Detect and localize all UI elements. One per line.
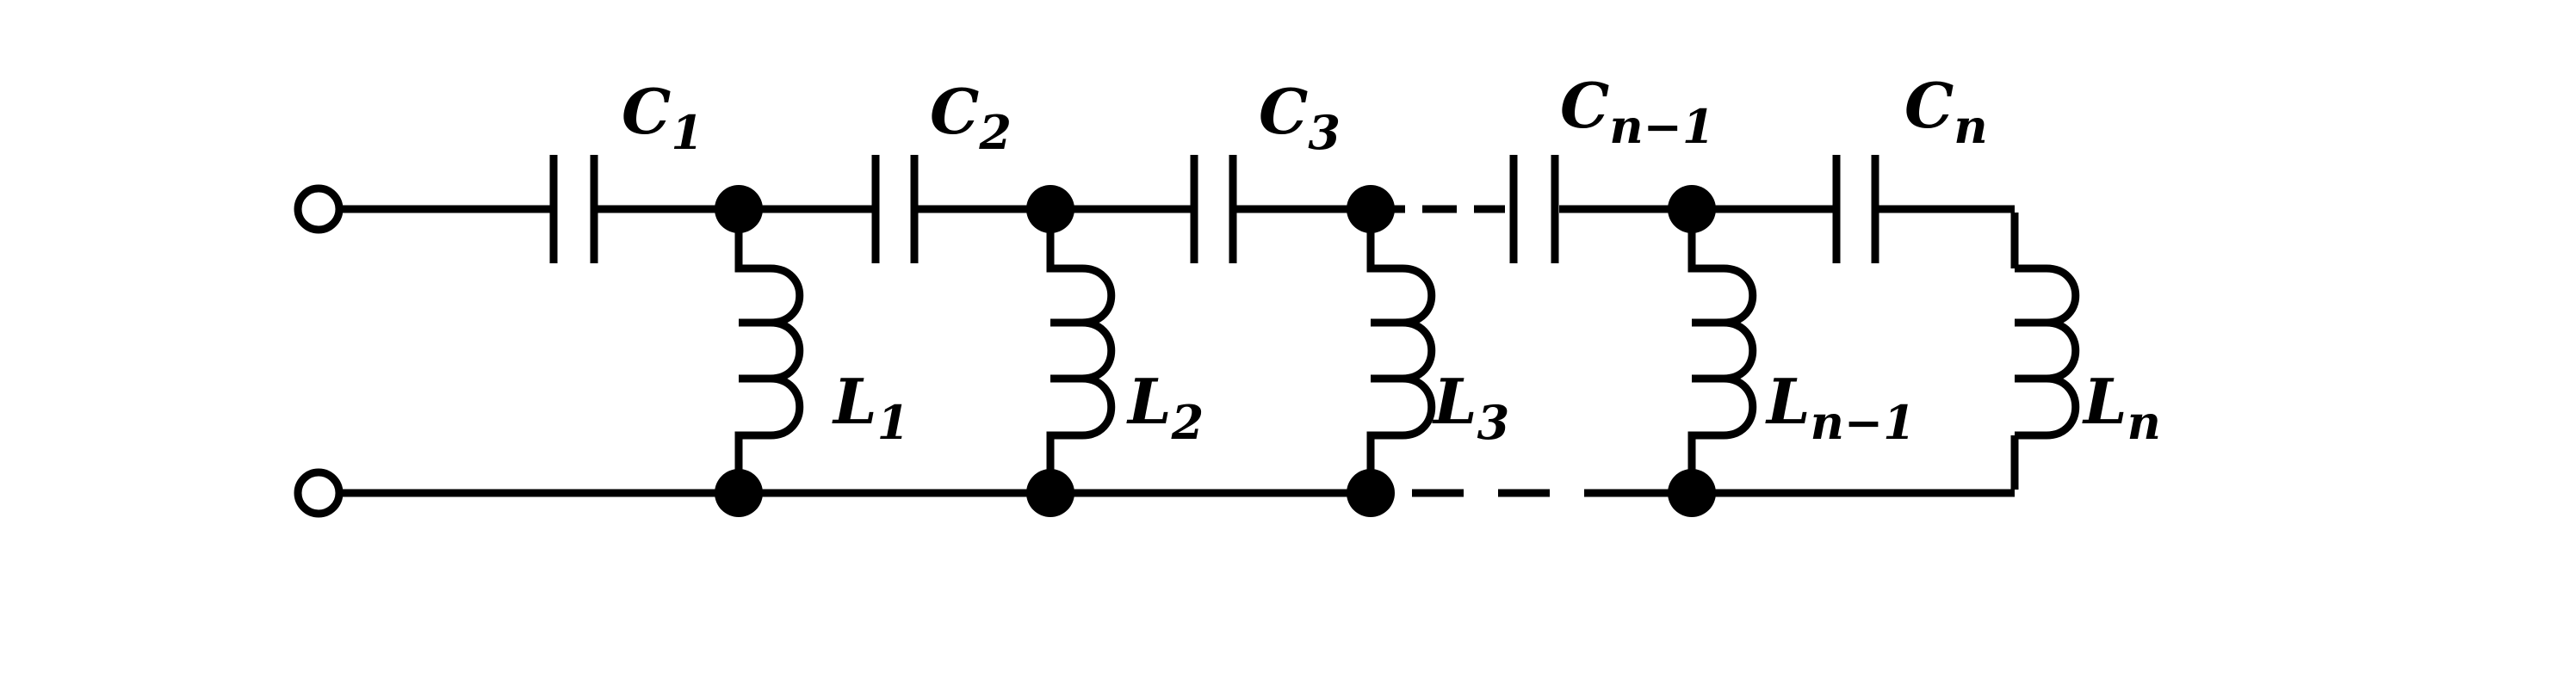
inductor-l2: [1046, 209, 1116, 493]
label-c1: C1: [622, 75, 703, 160]
label-c3: C3: [1259, 75, 1341, 160]
inductor-l3: [1366, 209, 1436, 493]
label-cn: Cn: [1904, 69, 1988, 154]
label-l1: L1: [832, 365, 909, 450]
label-ln: Ln: [2082, 365, 2161, 450]
node-top-3: [1347, 185, 1395, 233]
inductor-l1: [734, 209, 804, 493]
node-bottom-2: [1026, 469, 1074, 517]
node-top-2: [1026, 185, 1074, 233]
capacitor-c3: [1190, 155, 1237, 263]
input-terminal-bottom: [294, 468, 344, 518]
node-bottom-3: [1347, 469, 1395, 517]
capacitor-cn: [1832, 155, 1879, 263]
capacitor-c1: [549, 155, 598, 263]
label-c2: C2: [930, 75, 1012, 160]
capacitor-c2: [871, 155, 919, 263]
inductor-ln: [2015, 264, 2080, 440]
node-bottom-4: [1668, 469, 1716, 517]
label-l2: L2: [1126, 365, 1204, 450]
node-bottom-1: [715, 469, 763, 517]
label-l3: L3: [1432, 365, 1509, 450]
label-cn-1: Cn−1: [1560, 69, 1714, 154]
node-top-1: [715, 185, 763, 233]
capacitor-cn-1: [1509, 155, 1559, 263]
junction-nodes: [715, 185, 1716, 517]
label-ln-1: Ln−1: [1765, 365, 1916, 450]
inductor-ln-1: [1687, 209, 1757, 493]
input-terminal-top: [294, 184, 344, 234]
node-top-4: [1668, 185, 1716, 233]
